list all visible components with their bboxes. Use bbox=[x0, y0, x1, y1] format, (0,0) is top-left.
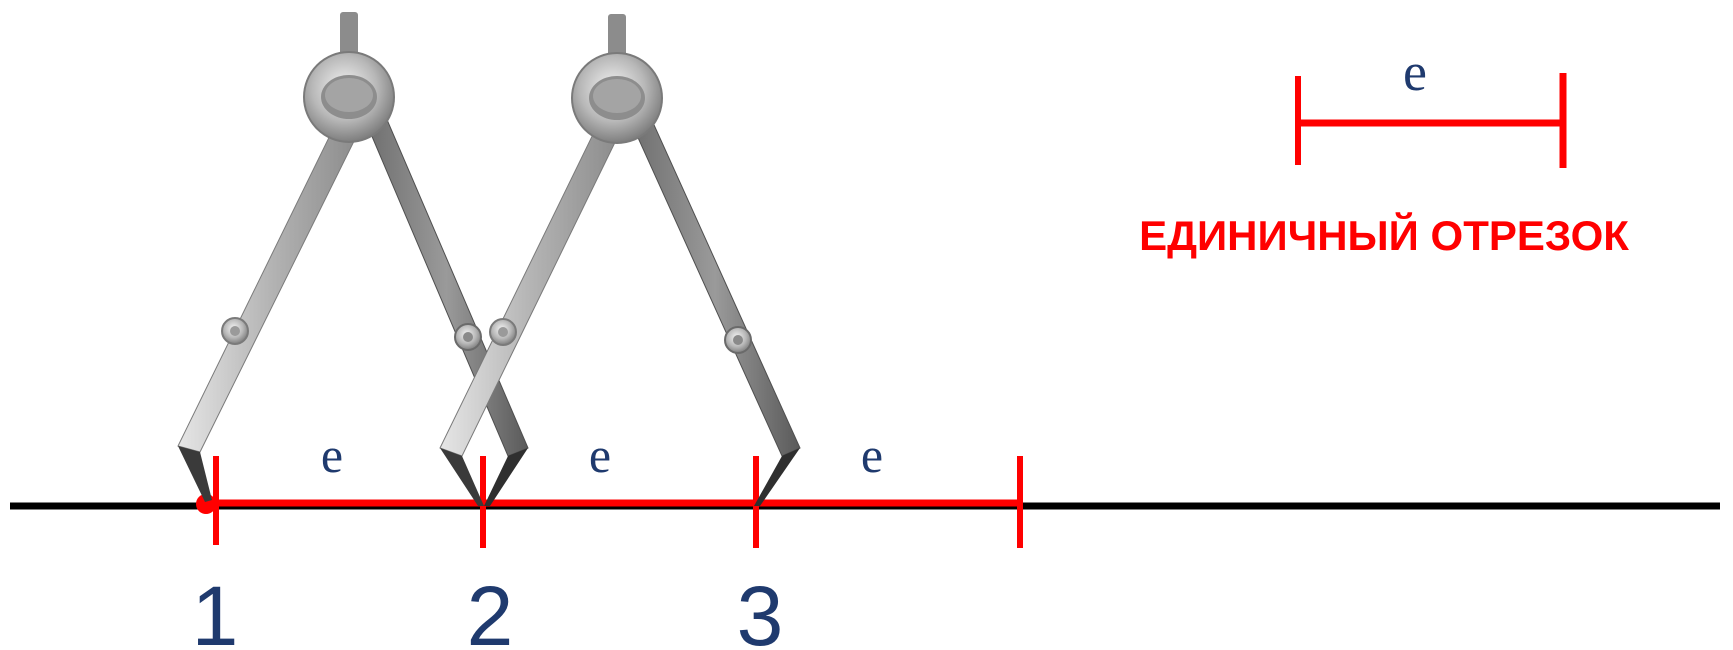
marker-2: 2 bbox=[467, 569, 514, 650]
segment-label-2: e bbox=[589, 427, 611, 483]
unit-segment-label: e bbox=[1403, 42, 1427, 102]
marker-3: 3 bbox=[737, 569, 784, 650]
compass-icon bbox=[439, 14, 801, 506]
marker-1: 1 bbox=[192, 569, 239, 650]
compass-icon bbox=[177, 12, 529, 506]
segment-label-1: e bbox=[321, 427, 343, 483]
segment-label-3: e bbox=[861, 427, 883, 483]
unit-segment-caption: ЕДИНИЧНЫЙ ОТРЕЗОК bbox=[1139, 211, 1629, 259]
unit-segment: e bbox=[1295, 42, 1567, 168]
